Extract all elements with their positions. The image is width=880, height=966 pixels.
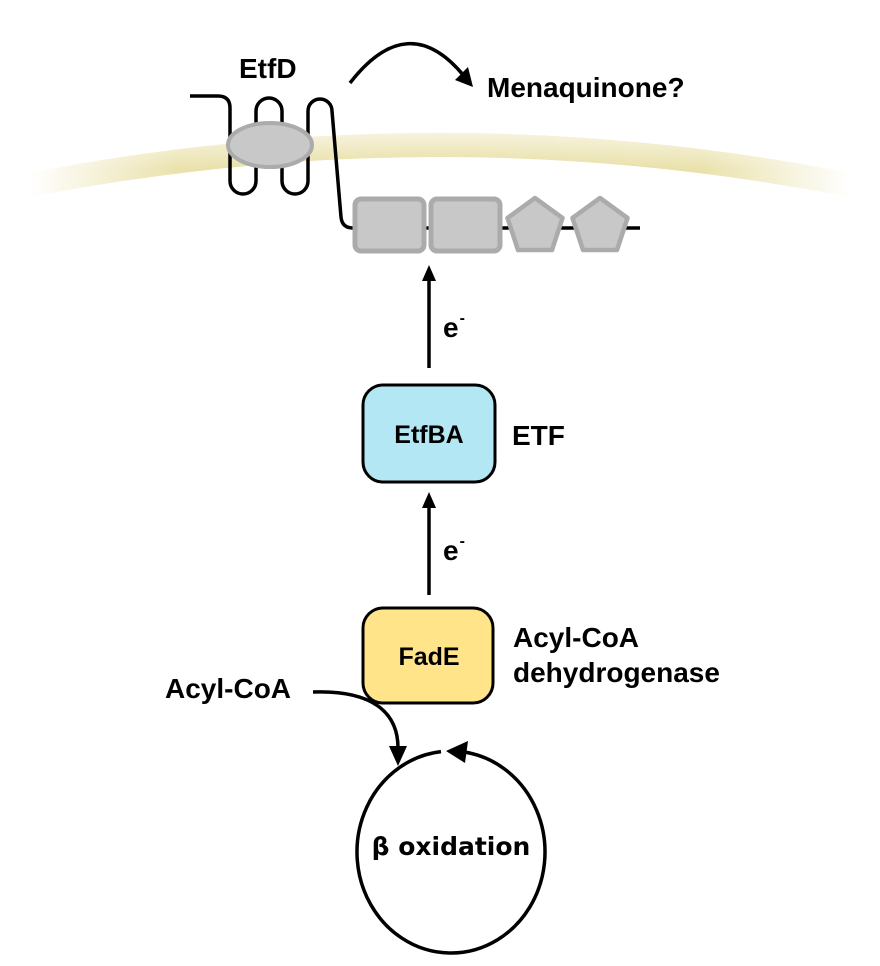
- etfd-label: EtfD: [239, 53, 297, 84]
- quinone-reduction-arrow: Menaquinone?: [348, 41, 685, 103]
- etfba-node: EtfBA ETF: [361, 383, 565, 484]
- electron-label: e-: [443, 533, 465, 566]
- domain-pentagon-2: [570, 195, 630, 253]
- acyl-coa-arrow-shaft: [312, 690, 400, 749]
- beta-oxidation-cycle: β oxidation: [355, 741, 547, 955]
- acyl-coa-input: Acyl-CoA: [165, 673, 407, 766]
- etfd-protein: EtfD: [190, 53, 640, 254]
- curved-arrow-head: [455, 67, 473, 87]
- etfba-box: [361, 383, 497, 484]
- electron-symbol: e: [443, 312, 459, 343]
- etfd-core-ellipse-outline: [226, 121, 314, 169]
- cycle-arc: [355, 749, 547, 955]
- fade-side-label-line-2: dehydrogenase: [513, 657, 720, 688]
- membrane-highlight: [18, 133, 862, 197]
- acyl-coa-arrow-head: [389, 746, 407, 766]
- domain-square-2: [428, 196, 503, 254]
- electron-charge: -: [460, 533, 465, 550]
- electron-transfer-arrow-lower: e-: [422, 492, 465, 595]
- fade-box-label: FadE: [398, 643, 459, 671]
- arrow-up-head: [422, 265, 436, 281]
- arrow-up-head: [422, 492, 436, 508]
- etfba-box-label: EtfBA: [394, 421, 463, 449]
- fade-side-label-line-1: Acyl-CoA: [513, 622, 639, 653]
- acyl-coa-label: Acyl-CoA: [165, 673, 291, 704]
- etfd-core-ellipse: [228, 123, 312, 167]
- cycle-arrow-head: [446, 741, 468, 763]
- domain-pentagon-1: [505, 195, 565, 253]
- domain-square-1: [352, 196, 427, 254]
- electron-charge: -: [460, 310, 465, 327]
- electron-symbol: e: [443, 535, 459, 566]
- electron-label: e-: [443, 310, 465, 343]
- curved-arrow-shaft: [348, 41, 466, 85]
- beta-oxidation-label: β oxidation: [372, 832, 531, 861]
- fade-node: FadE Acyl-CoA dehydrogenase: [361, 606, 720, 705]
- fade-box: [361, 606, 495, 705]
- etf-side-label: ETF: [512, 420, 565, 451]
- fade-side-label: Acyl-CoA dehydrogenase: [513, 622, 720, 688]
- menaquinone-label: Menaquinone?: [487, 72, 685, 103]
- membrane: [18, 133, 862, 197]
- electron-transfer-arrow-upper: e-: [422, 265, 465, 368]
